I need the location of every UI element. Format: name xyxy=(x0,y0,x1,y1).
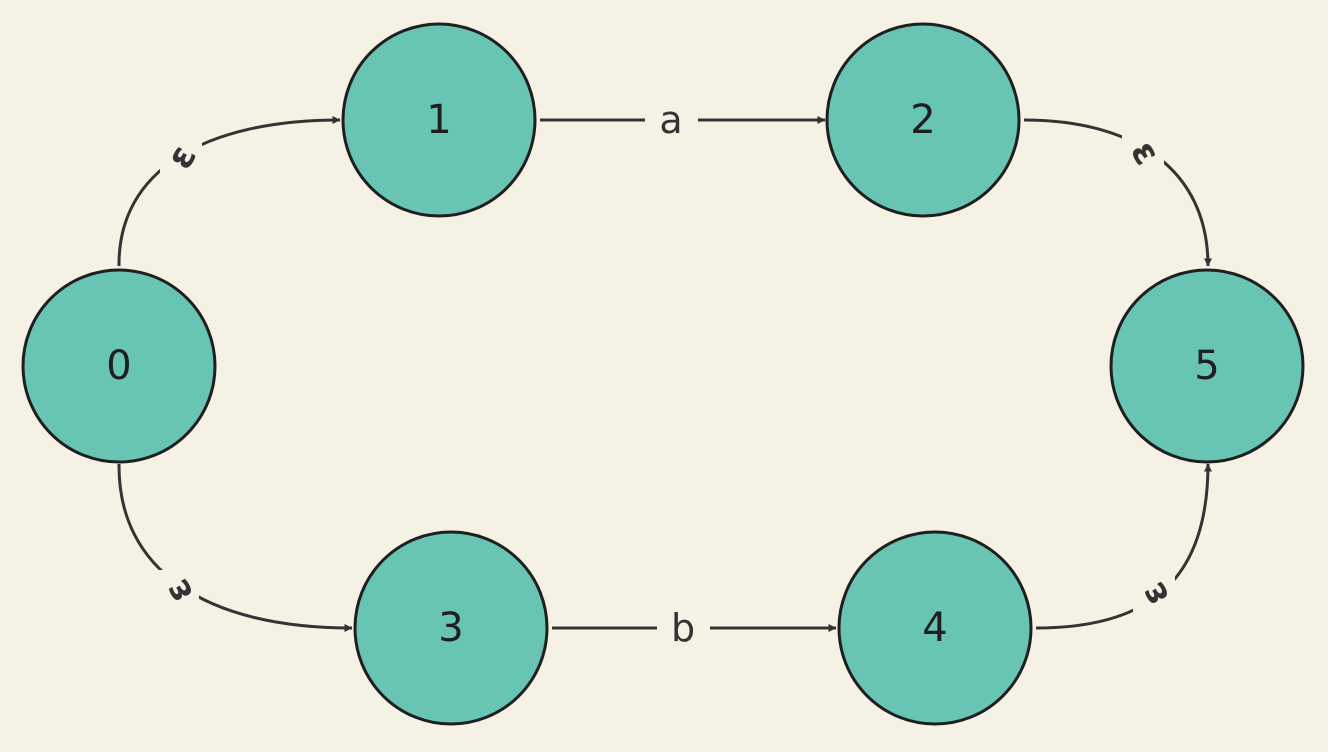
state-label: 1 xyxy=(426,97,451,143)
edge-0-3 xyxy=(117,463,353,632)
state-node-3: 3 xyxy=(353,530,549,726)
edge-label-bg xyxy=(1133,573,1175,613)
state-node-0: 0 xyxy=(21,268,217,464)
state-circle xyxy=(341,22,537,218)
state-node-2: 2 xyxy=(825,22,1021,218)
edge-labels-layer: ε a ε ε b ε xyxy=(156,98,1178,650)
state-circle xyxy=(837,530,1033,726)
edge-label-bg xyxy=(157,570,199,610)
state-label: 0 xyxy=(106,343,131,389)
edge-4-5 xyxy=(1035,463,1212,630)
nodes-layer: 0 1 2 3 4 5 xyxy=(21,22,1305,726)
edge-2-5 xyxy=(1023,118,1212,267)
edge-0-1 xyxy=(117,116,341,267)
state-label: 5 xyxy=(1194,343,1219,389)
edges-layer xyxy=(117,116,1212,632)
edge-label-bg xyxy=(1122,132,1164,172)
state-circle xyxy=(825,22,1021,218)
edge-label-1-2: a xyxy=(659,98,682,142)
state-node-4: 4 xyxy=(837,530,1033,726)
state-circle xyxy=(21,268,217,464)
state-node-5: 5 xyxy=(1109,268,1305,464)
state-label: 4 xyxy=(922,605,947,651)
state-circle xyxy=(353,530,549,726)
state-label: 3 xyxy=(438,605,463,651)
state-circle xyxy=(1109,268,1305,464)
edge-label-bg xyxy=(160,136,202,176)
edge-label-3-4: b xyxy=(671,606,695,650)
state-node-1: 1 xyxy=(341,22,537,218)
state-label: 2 xyxy=(910,97,935,143)
